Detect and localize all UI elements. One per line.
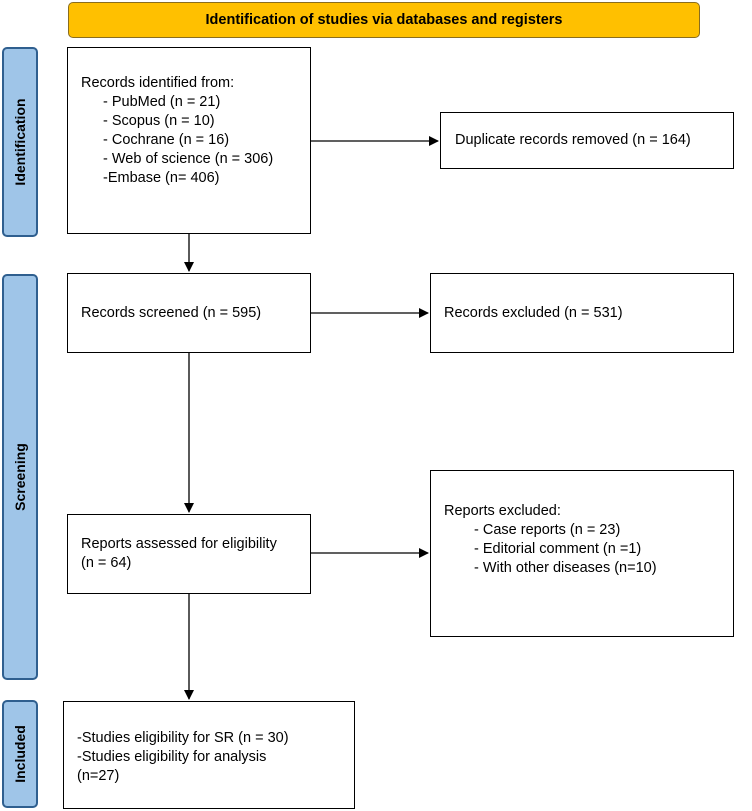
reports-assessed-line1: Reports assessed for eligibility (81, 536, 277, 552)
stage-identification: Identification (2, 47, 38, 237)
reports-excluded-heading: Reports excluded: (444, 503, 561, 519)
duplicates-removed-box: Duplicate records removed (n = 164) (440, 112, 734, 169)
duplicates-removed-text: Duplicate records removed (n = 164) (455, 132, 691, 148)
source-item: -Embase (n= 406) (103, 170, 220, 186)
records-excluded-box: Records excluded (n = 531) (430, 273, 734, 353)
stage-screening: Screening (2, 274, 38, 680)
records-excluded-text: Records excluded (n = 531) (444, 304, 623, 321)
reports-excluded-box: Reports excluded: - Case reports (n = 23… (430, 470, 734, 637)
records-identified-heading: Records identified from: (81, 75, 235, 91)
included-line: -Studies eligibility for analysis (77, 749, 267, 765)
included-studies-box: -Studies eligibility for SR (n = 30) -St… (63, 701, 355, 809)
source-item: - Scopus (n = 10) (103, 113, 215, 129)
included-line: -Studies eligibility for SR (n = 30) (77, 730, 289, 746)
records-identified-box: Records identified from: - PubMed (n = 2… (67, 47, 311, 234)
stage-included: Included (2, 700, 38, 808)
exclusion-reason: - Case reports (n = 23) (474, 522, 621, 538)
header-title: Identification of studies via databases … (205, 12, 563, 28)
source-item: - Cochrane (n = 16) (103, 132, 230, 148)
header-banner: Identification of studies via databases … (68, 2, 700, 38)
reports-assessed-line2: (n = 64) (81, 555, 132, 571)
source-item: - PubMed (n = 21) (103, 94, 221, 110)
included-line: (n=27) (77, 768, 120, 784)
reports-assessed-box: Reports assessed for eligibility (n = 64… (67, 514, 311, 594)
records-screened-text: Records screened (n = 595) (81, 304, 262, 321)
exclusion-reason: - With other diseases (n=10) (474, 560, 657, 576)
records-screened-box: Records screened (n = 595) (67, 273, 311, 353)
source-item: - Web of science (n = 306) (103, 151, 274, 167)
exclusion-reason: - Editorial comment (n =1) (474, 541, 642, 557)
